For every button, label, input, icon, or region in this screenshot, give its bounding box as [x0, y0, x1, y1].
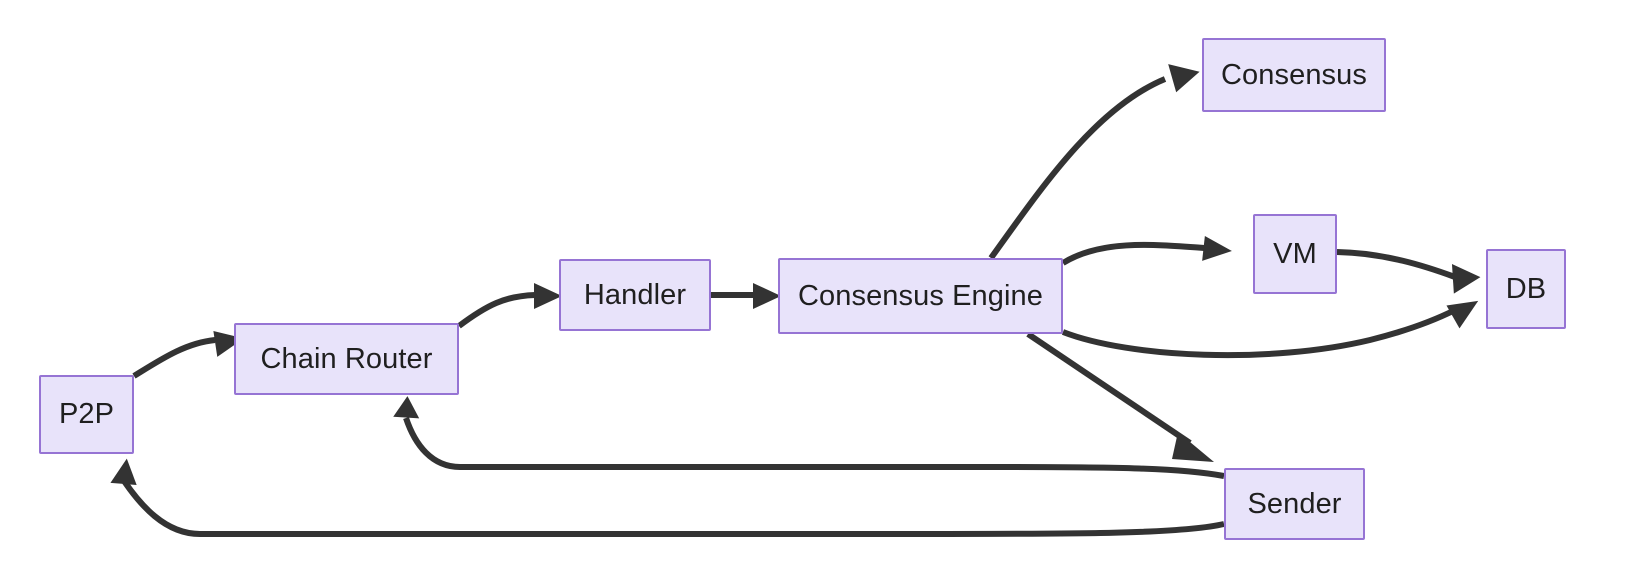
node-label-sender: Sender	[1247, 487, 1342, 520]
node-chain-router[interactable]: Chain Router	[234, 323, 459, 395]
edge-handler-to-consensus-engine	[711, 283, 781, 309]
node-db[interactable]: DB	[1486, 249, 1566, 329]
node-sender[interactable]: Sender	[1224, 468, 1365, 540]
edge-sender-to-chain-router	[393, 396, 1225, 479]
edge-sender-to-p2p	[110, 458, 1225, 538]
edge-consensus-engine-to-vm	[1061, 236, 1232, 266]
edge-vm-to-db	[1336, 249, 1481, 294]
edge-consensus-engine-to-db	[1061, 300, 1479, 359]
edge-chain-router-to-handler	[457, 283, 562, 329]
node-label-consensus: Consensus	[1221, 58, 1367, 91]
node-label-handler: Handler	[583, 278, 687, 311]
node-vm[interactable]: VM	[1253, 214, 1337, 294]
node-label-p2p: P2P	[58, 398, 115, 430]
edge-consensus-engine-to-sender	[1026, 331, 1214, 462]
node-handler[interactable]: Handler	[559, 259, 711, 331]
edge-p2p-to-chain-router	[132, 331, 244, 379]
node-consensus[interactable]: Consensus	[1202, 38, 1386, 112]
edge-consensus-engine-to-consensus	[988, 64, 1200, 260]
node-consensus-engine[interactable]: Consensus Engine	[778, 258, 1063, 334]
node-p2p[interactable]: P2P	[39, 375, 134, 454]
node-label-chain-router: Chain Router	[260, 342, 433, 375]
node-label-vm: VM	[1273, 237, 1317, 270]
node-label-db: DB	[1505, 272, 1547, 305]
node-label-consensus-engine: Consensus Engine	[797, 279, 1044, 312]
